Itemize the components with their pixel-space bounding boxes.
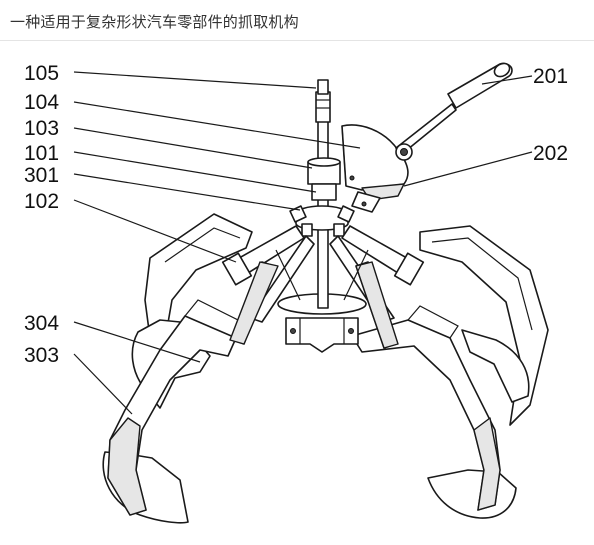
label-301: 301 [24,164,59,187]
mechanism-drawing: 105 104 103 101 301 102 304 303 201 202 [24,62,568,524]
lower-link-rods [275,249,369,301]
label-101: 101 [24,142,59,165]
rear-claw-right [419,225,549,426]
front-claw-right [351,305,501,511]
label-103: 103 [24,117,59,140]
rear-claw-left [144,213,253,341]
label-104: 104 [24,91,59,114]
label-304: 304 [24,312,59,335]
cam-disc [341,124,409,201]
patent-figure: 105 104 103 101 301 102 304 303 201 202 [0,44,594,545]
linkage-arm-left-outer [221,225,305,286]
label-201: 201 [533,65,568,88]
upper-collar [307,157,341,201]
label-102: 102 [24,190,59,213]
linkage-arm-right-outer [341,225,425,286]
label-202: 202 [533,142,568,165]
label-303: 303 [24,344,59,367]
leader-lines [73,71,533,415]
hinge-bracket [351,143,413,213]
front-claw-left [107,299,239,516]
reference-labels: 105 104 103 101 301 102 304 303 201 202 [24,62,568,367]
title-divider [0,40,594,41]
label-105: 105 [24,62,59,85]
page-title: 一种适用于复杂形状汽车零部件的抓取机构 [10,14,299,31]
hub-ring [289,205,355,237]
handle-lever [395,62,513,155]
linkage-arm-right-inner [329,235,399,349]
linkage-arm-left-inner [229,235,315,345]
